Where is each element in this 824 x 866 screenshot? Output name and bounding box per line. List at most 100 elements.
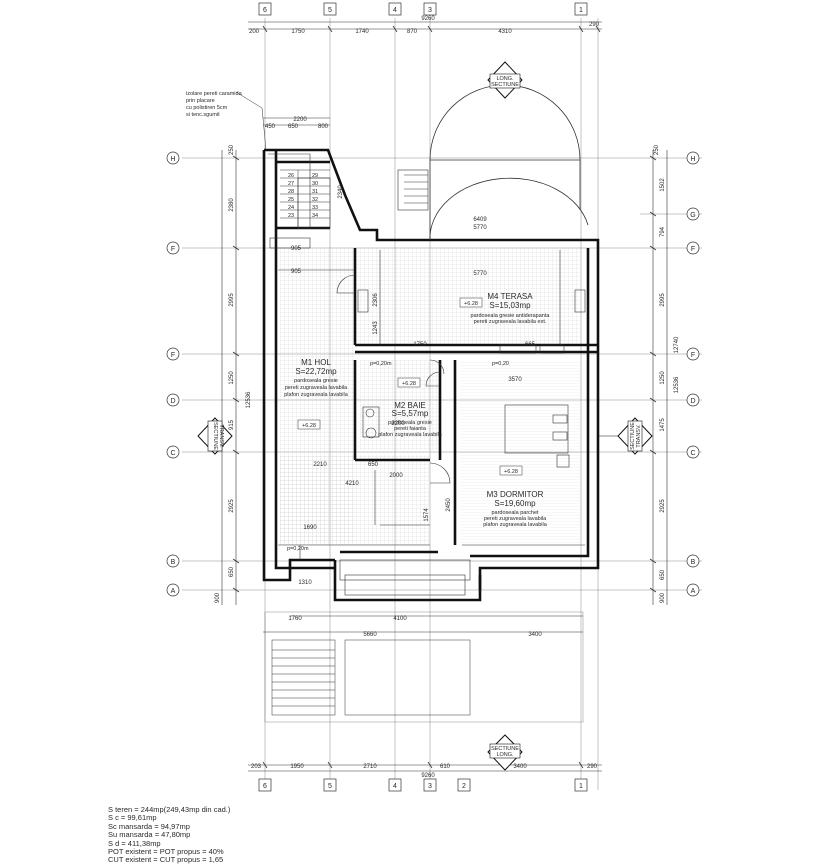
dimension: 1250 [229, 371, 235, 385]
axis-label: 3 [428, 7, 432, 14]
section-mark-line: SECTIUNE [491, 746, 519, 752]
dimension: 1950 [290, 764, 304, 770]
dimension: 900 [660, 592, 666, 603]
level-mark: +6.28 [504, 469, 518, 475]
axis-labels-top: 6 5 4 3 1 [263, 7, 583, 14]
axis-label: D [170, 398, 175, 405]
level-mark: +6.28 [464, 301, 478, 307]
door-swings [336, 274, 451, 484]
dimension: 5770 [473, 225, 487, 231]
room-area: S=22,72mp [295, 367, 337, 376]
stair-number: 23 [288, 213, 294, 219]
room-area: S=19,60mp [494, 499, 536, 508]
axis-label: B [691, 559, 696, 566]
dimension: 2210 [313, 462, 327, 468]
wall-note: izolare pereti caramida prin placare cu … [186, 91, 267, 151]
room-finish: plafon zugraveala lavabila [378, 432, 443, 438]
dimension: 3400 [528, 632, 542, 638]
stair-number: 32 [312, 197, 318, 203]
room-name: M2 BAIE [394, 401, 426, 410]
room-dormitor: M3 DORMITOR S=19,60mp pardoseala parchet… [483, 490, 548, 528]
section-mark-left: SECTIUNE TRANSV. [197, 417, 233, 455]
dimension: 1750 [413, 342, 427, 348]
dimension: 870 [407, 29, 418, 35]
stair-number: 34 [312, 213, 318, 219]
dimension-total: 12536 [246, 391, 252, 408]
axis-label: 4 [393, 783, 397, 790]
dimension: 2306 [373, 293, 379, 307]
axis-label: 6 [263, 7, 267, 14]
dimension: 794 [660, 226, 666, 237]
room-finish: pereti zugraveala lavabila ext. [474, 319, 547, 325]
room-hol: M1 HOL S=22,72mp pardoseala gresie peret… [284, 358, 349, 398]
room-finish: plafon zugraveala lavabila [284, 392, 349, 398]
stat-line: CUT existent = CUT propus = 1,65 [108, 855, 224, 865]
axis-label: D [690, 398, 695, 405]
axis-label: 6 [263, 783, 267, 790]
dimension: 2200 [391, 421, 405, 427]
stat-line: S d = 411,38mp [108, 838, 161, 848]
dimension: 2380 [229, 198, 235, 212]
room-terasa: M4 TERASA S=15,03mp pardoseala gresie an… [471, 292, 551, 325]
dimension: 4100 [393, 616, 407, 622]
axis-bubbles-bottom [258, 778, 588, 792]
dimension: 1760 [288, 616, 302, 622]
dimension: 650 [288, 124, 299, 130]
axis-label: 4 [393, 7, 397, 14]
level-mark: +6.28 [402, 381, 416, 387]
note-line: izolare pereti caramida [186, 91, 243, 97]
room-name: M3 DORMITOR [487, 490, 544, 499]
dimension: 800 [318, 124, 329, 130]
axis-label: 1 [579, 7, 583, 14]
dimension: 3400 [513, 764, 527, 770]
level-marks: +6.28 +6.28 +6.28 +6.28 [297, 297, 523, 476]
stat-line: S teren = 244mp(249,43mp din cad.) [108, 805, 231, 814]
room-name: M4 TERASA [487, 292, 533, 301]
axis-label: F [171, 246, 175, 253]
stat-line: POT existent = POT propus = 40% [108, 847, 224, 857]
top-dimension-text: 9260 200 1750 1740 870 4310 290 [249, 16, 600, 35]
dimension: 1310 [298, 580, 312, 586]
dimension: 4310 [498, 29, 512, 35]
section-mark-line: LONG. [496, 76, 514, 82]
dimension: 1502 [660, 178, 666, 192]
dimension: 1574 [424, 508, 430, 522]
dimension-lines [221, 21, 668, 772]
slope-label: p=0,20m [287, 546, 309, 552]
axis-label: C [170, 450, 175, 457]
dimension: 665 [525, 342, 536, 348]
room-finish: pardoseala gresie [294, 378, 338, 384]
dimension: 2200 [293, 117, 307, 123]
slope-labels: p=0,20m p=0,20 p=0,20m [287, 361, 509, 552]
stair-number: 28 [288, 189, 294, 195]
room-finish: pardoseala gresie antiderapanta [471, 313, 551, 319]
interior-dimension-text: 2200 450 650 800 2340 6409 5770 5770 175… [265, 117, 542, 638]
axis-label: H [690, 156, 695, 163]
section-mark-line: TRANSV. [636, 424, 642, 448]
axis-label: 3 [428, 783, 432, 790]
axis-label: F [691, 246, 695, 253]
stat-line: Sc mansarda = 94,97mp [108, 821, 190, 831]
axis-label: B [171, 559, 176, 566]
section-mark-line: LONG. [496, 752, 514, 758]
room-area: S=5,57mp [392, 409, 429, 418]
stat-line: Su mansarda = 47,80mp [108, 830, 191, 840]
note-line: prin placare [186, 98, 215, 104]
axis-labels-right: H G F F D C B A [690, 156, 695, 595]
room-finish: pardoseala gresie [388, 420, 432, 426]
dimension: 2450 [446, 498, 452, 512]
axis-label: 1 [579, 783, 583, 790]
section-mark-line: SECTIUNE [212, 422, 218, 450]
axis-label: F [691, 352, 695, 359]
dimension: 900 [215, 592, 221, 603]
dimension: 650 [229, 566, 235, 577]
dimension: 1690 [303, 525, 317, 531]
dimension: 610 [440, 764, 451, 770]
right-dimension-text: 250 1502 794 2995 1250 1475 2925 650 900… [654, 144, 680, 603]
dimension: 250 [229, 144, 235, 155]
dimension-total: 9260 [421, 16, 435, 22]
roof-arcs [429, 84, 589, 241]
stair-number: 27 [288, 181, 294, 187]
stair-numbers: 26 27 28 29 30 31 32 33 34 25 24 23 [288, 173, 318, 219]
thin-lines [268, 153, 586, 596]
